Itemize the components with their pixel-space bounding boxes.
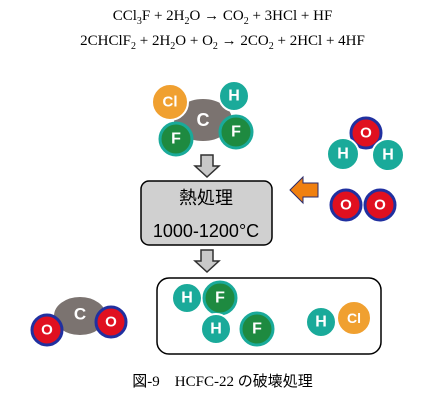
fluorine-label: F	[231, 124, 241, 141]
eq2-part: + 2H	[135, 33, 171, 49]
oxygen-atom	[363, 188, 397, 222]
eq2-sub: 2	[130, 41, 136, 52]
hydrogen-atom	[326, 137, 360, 171]
eq1-part: O → CO	[189, 8, 244, 24]
fluorine-atom	[158, 121, 194, 157]
fluorine-label: F	[171, 131, 181, 148]
oxygen-label: O	[374, 197, 386, 214]
water-molecule: O H H	[326, 116, 405, 172]
hf-molecule: H F	[200, 311, 275, 347]
oxygen-atom	[30, 313, 64, 347]
hf-molecule: H F	[171, 280, 238, 316]
hydrogen-atom	[305, 306, 337, 338]
eq1-sub: 2	[243, 16, 249, 27]
oxygen-atom	[329, 188, 363, 222]
eq1-part: F + 2H	[141, 8, 185, 24]
equation-1: CCl3F + 2H2O → CO2 + 3HCl + HF	[0, 8, 445, 27]
process-temperature: 1000-1200°C	[153, 221, 259, 241]
hcfc-molecule: Cl C H F F	[151, 80, 254, 157]
carbon-label: C	[197, 110, 210, 130]
oxygen-label: O	[340, 197, 352, 214]
hydrogen-label: H	[228, 88, 240, 105]
eq2-sub: 2	[170, 41, 176, 52]
eq1-sub: 3	[136, 16, 142, 27]
eq1-part: CCl	[112, 8, 137, 24]
eq2-sub: 2	[212, 41, 218, 52]
fluorine-atom	[218, 114, 254, 150]
hydrogen-label: H	[337, 146, 349, 163]
figure-caption: 図-9 HCFC-22 の破壊処理	[132, 374, 313, 390]
oxygen-atom	[349, 116, 383, 150]
hydrogen-atom	[371, 138, 405, 172]
fluorine-label: F	[252, 321, 262, 338]
eq2-sub: 2	[268, 41, 274, 52]
oxygen-molecule: O O	[329, 188, 397, 222]
hcl-molecule: H Cl	[305, 300, 372, 338]
chlorine-label: Cl	[347, 310, 361, 326]
down-arrow-icon	[193, 154, 221, 179]
products-container	[156, 277, 382, 355]
eq1-part: + 3HCl + HF	[248, 8, 333, 24]
carbon-label: C	[74, 305, 86, 324]
eq2-part: + 2HCl + 4HF	[273, 33, 365, 49]
oxygen-label: O	[41, 322, 53, 339]
eq2-part: 2CHClF	[80, 33, 131, 49]
eq1-sub: 2	[184, 16, 190, 27]
process-title: 熱処理	[179, 188, 233, 208]
oxygen-atom	[94, 305, 128, 339]
hydrogen-label: H	[382, 147, 394, 164]
hydrogen-atom	[171, 282, 203, 314]
chlorine-atom	[151, 83, 189, 121]
heat-treatment-box: 熱処理 1000-1200°C	[140, 180, 273, 246]
eq2-part: O + O	[175, 33, 213, 49]
hydrogen-atom	[218, 80, 250, 112]
eq2-part: → 2CO	[217, 33, 269, 49]
hydrogen-label: H	[181, 290, 193, 307]
fluorine-atom	[239, 311, 275, 347]
down-arrow-icon	[193, 249, 221, 274]
oxygen-label: O	[360, 125, 372, 142]
co2-molecule: C O O	[30, 295, 128, 347]
chlorine-atom	[336, 300, 372, 336]
chlorine-label: Cl	[163, 94, 178, 111]
equation-2: 2CHClF2 + 2H2O + O2 → 2CO2 + 2HCl + 4HF	[0, 33, 445, 52]
orange-left-arrow-icon	[289, 175, 319, 205]
hydrogen-label: H	[210, 321, 222, 338]
oxygen-label: O	[105, 314, 117, 331]
fluorine-label: F	[215, 290, 225, 307]
hydrogen-atom	[200, 313, 232, 345]
hydrogen-label: H	[315, 314, 327, 331]
